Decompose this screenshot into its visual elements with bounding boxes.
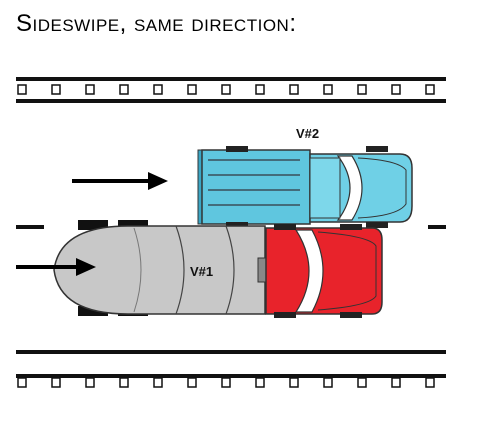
vehicle-2: V#2 [197, 126, 413, 228]
vehicle-1-label: V#1 [190, 264, 213, 279]
road-edge-top [16, 77, 446, 103]
right-arrow-icon [16, 258, 96, 276]
vehicle-1: V#1 [53, 220, 383, 318]
vehicle-2-label: V#2 [296, 126, 319, 141]
lane-divider [16, 225, 446, 229]
diagram-title: Sideswipe, same direction: [16, 10, 297, 37]
right-arrow-icon [72, 172, 168, 190]
road-edge-bottom [16, 350, 446, 388]
